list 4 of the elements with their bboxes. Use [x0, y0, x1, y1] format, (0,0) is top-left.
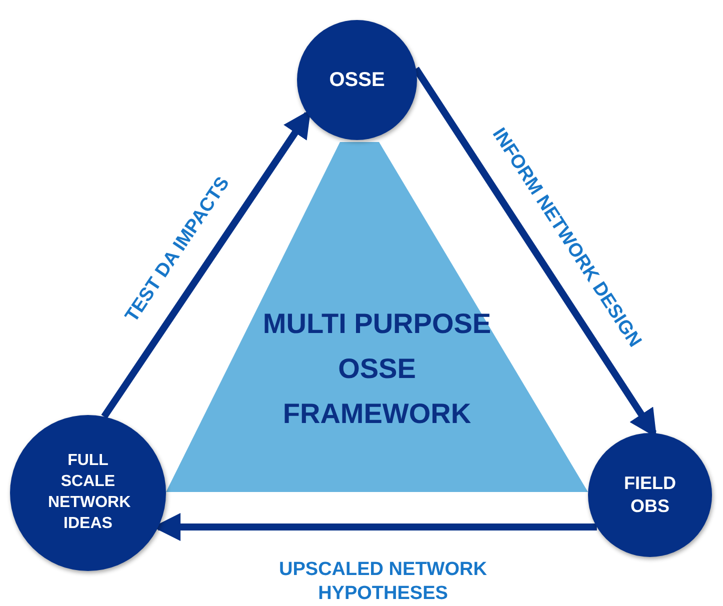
node-label: OSSE — [328, 68, 386, 93]
node-label: FIELD OBS — [623, 472, 677, 518]
arrow — [101, 109, 311, 419]
node-label: FULL SCALE NETWORK IDEAS — [48, 451, 128, 534]
